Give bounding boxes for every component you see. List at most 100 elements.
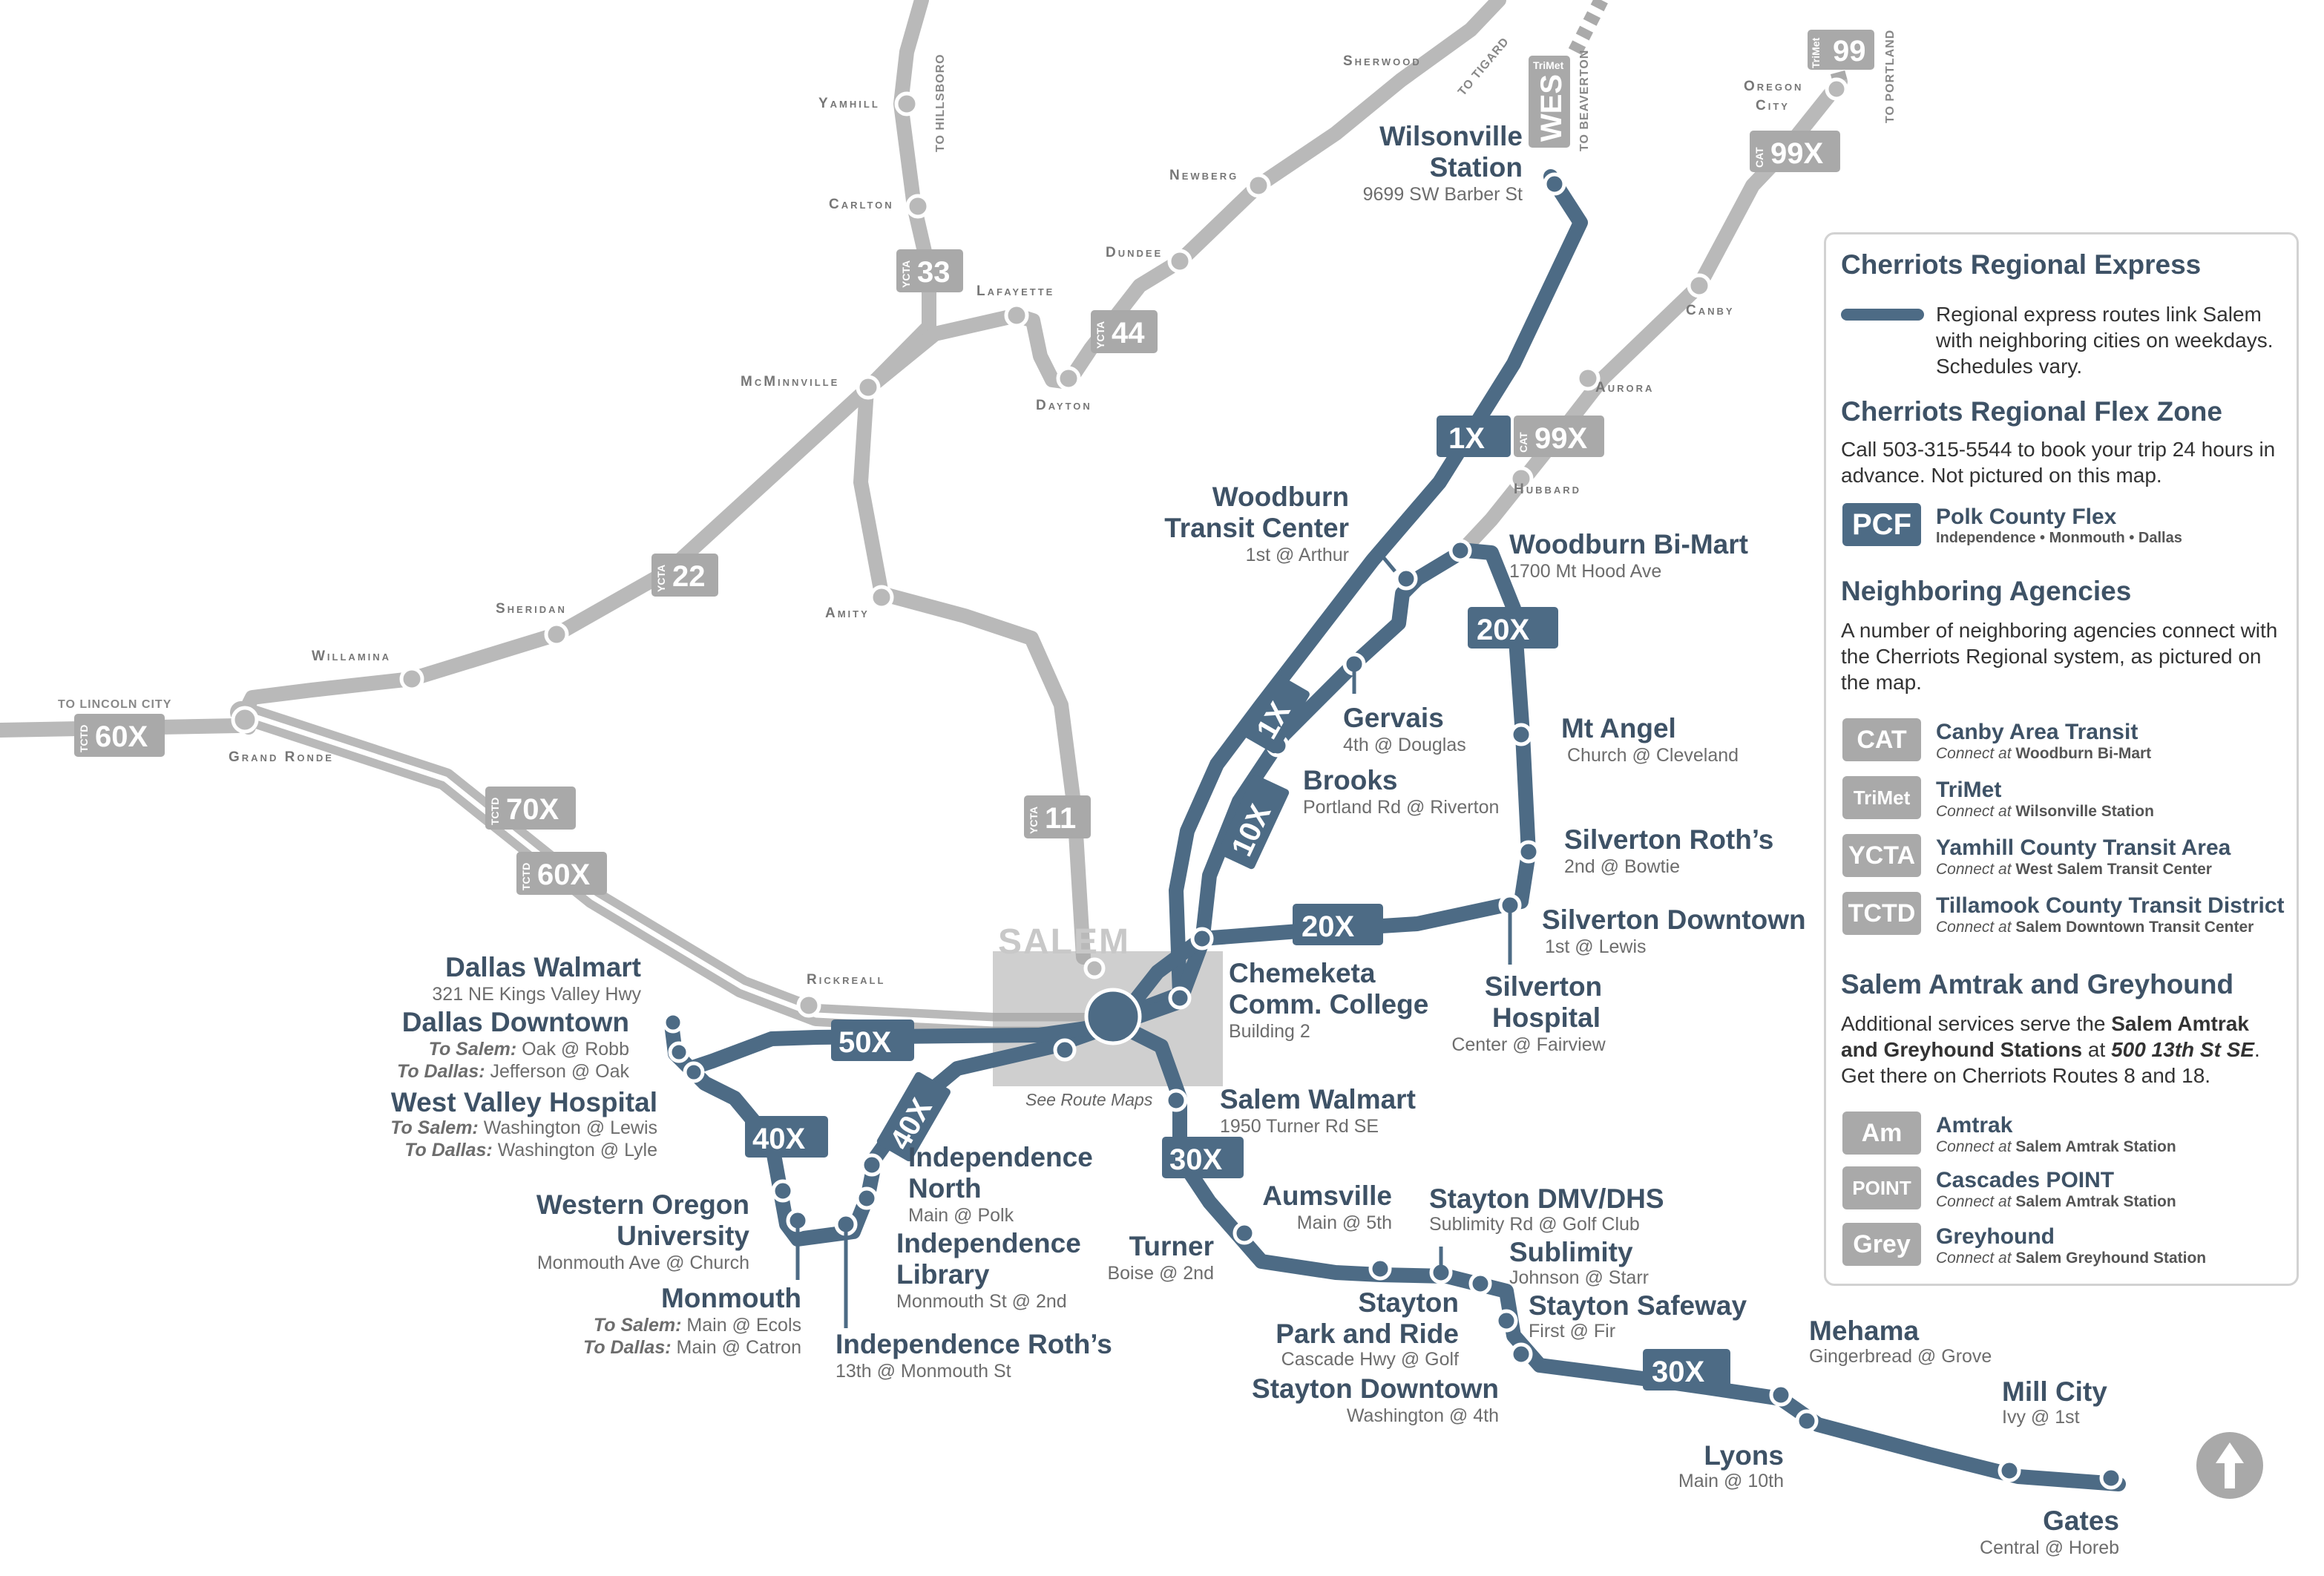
town-oregon: Oregon <box>1744 79 1803 94</box>
town-amity: Amity <box>825 605 870 621</box>
svg-text:To Salem: Oak @ Robb: To Salem: Oak @ Robb <box>429 1039 629 1060</box>
stop-mcminnville <box>856 375 881 400</box>
badge-70x[interactable]: TCTD 70X <box>485 787 576 830</box>
svg-text:Library: Library <box>896 1259 990 1290</box>
station-stayton-safeway[interactable]: Stayton Safeway First @ Fir <box>1529 1290 1747 1342</box>
station-gervais[interactable]: Gervais 4th @ Douglas <box>1343 703 1466 755</box>
station-silverton-hospital[interactable]: Silverton Hospital Center @ Fairview <box>1451 971 1606 1055</box>
to-beaverton: TO BEAVERTON <box>1578 50 1591 151</box>
station-gates[interactable]: Gates Central @ Horeb <box>1980 1506 2119 1558</box>
station-stayton-downtown[interactable]: Stayton Downtown Washington @ 4th <box>1252 1373 1499 1426</box>
legend-agency-cat-connect: Connect at Woodburn Bi-Mart <box>1936 745 2152 762</box>
legend-tag-greyhound: Grey <box>1842 1223 1921 1266</box>
badge-60x-west[interactable]: TCTD 60X <box>74 714 165 757</box>
badge-30x-north[interactable]: 30X <box>1162 1137 1244 1178</box>
station-west-valley[interactable]: West Valley Hospital To Salem: Washingto… <box>390 1087 657 1160</box>
svg-text:Woodburn Bi-Mart: Woodburn Bi-Mart <box>1509 529 1748 559</box>
station-indep-north[interactable]: Independence North Main @ Polk <box>908 1142 1093 1226</box>
station-wilsonville[interactable]: Wilsonville Station 9699 SW Barber St <box>1363 121 1523 205</box>
svg-text:Park and Ride: Park and Ride <box>1276 1319 1459 1349</box>
svg-text:321 NE Kings Valley Hwy: 321 NE Kings Valley Hwy <box>432 984 641 1005</box>
town-aurora: Aurora <box>1595 380 1654 395</box>
town-hubbard: Hubbard <box>1514 482 1581 497</box>
station-woodburn-bimart[interactable]: Woodburn Bi-Mart 1700 Mt Hood Ave <box>1509 529 1748 582</box>
badge-44[interactable]: YCTA 44 <box>1091 310 1158 353</box>
town-salem: SALEM <box>998 922 1130 962</box>
badge-1x-north[interactable]: 1X <box>1437 416 1511 457</box>
svg-text:1st @ Arthur: 1st @ Arthur <box>1246 545 1349 565</box>
station-mehama[interactable]: Mehama Gingerbread @ Grove <box>1809 1316 1992 1367</box>
stop-stayton-safeway <box>1494 1309 1518 1333</box>
stop-newberg <box>1246 173 1271 198</box>
svg-text:99X: 99X <box>1534 422 1587 455</box>
svg-text:Aumsville: Aumsville <box>1262 1181 1392 1211</box>
svg-text:CAT: CAT <box>1753 147 1765 168</box>
legend-agency-tctd-connect: Connect at Salem Downtown Transit Center <box>1936 919 2254 936</box>
station-wou[interactable]: Western Oregon University Monmouth Ave @… <box>536 1189 750 1273</box>
badge-11[interactable]: YCTA 11 <box>1024 795 1091 838</box>
station-lyons[interactable]: Lyons Main @ 10th <box>1678 1440 1784 1491</box>
stop-salem-walmart <box>1164 1089 1188 1112</box>
svg-text:Chemeketa: Chemeketa <box>1229 958 1376 988</box>
town-labels: Sherwood Yamhill Carlton Newberg Dundee … <box>229 53 1803 988</box>
station-silverton-downtown[interactable]: Silverton Downtown 1st @ Lewis <box>1542 904 1806 957</box>
stop-aumsville <box>1368 1257 1392 1281</box>
legend-agencies-text: A number of neighboring agencies connect… <box>1841 619 2278 694</box>
station-turner[interactable]: Turner Boise @ 2nd <box>1107 1231 1214 1284</box>
station-salem-walmart[interactable]: Salem Walmart 1950 Turner Rd SE <box>1220 1084 1416 1137</box>
station-monmouth[interactable]: Monmouth To Salem: Main @ Ecols To Dalla… <box>583 1283 801 1358</box>
station-sublimity[interactable]: Sublimity Johnson @ Starr <box>1509 1237 1649 1288</box>
stop-woodburn-tc <box>1394 567 1418 591</box>
badge-99[interactable]: TriMet 99 <box>1808 30 1874 70</box>
north-arrow-icon <box>2196 1432 2263 1499</box>
station-aumsville[interactable]: Aumsville Main @ 5th <box>1262 1181 1392 1233</box>
svg-text:Portland Rd @ Riverton: Portland Rd @ Riverton <box>1303 797 1499 818</box>
stop-mill-city <box>1998 1459 2021 1483</box>
stop-oregon-city <box>1825 77 1848 101</box>
station-mt-angel[interactable]: Mt Angel Church @ Cleveland <box>1561 713 1739 766</box>
station-silverton-roths[interactable]: Silverton Roth’s 2nd @ Bowtie <box>1564 824 1773 877</box>
svg-text:Comm. College: Comm. College <box>1229 989 1428 1020</box>
stop-dundee <box>1167 249 1192 274</box>
route-11-line <box>853 382 1091 965</box>
badge-wes[interactable]: TriMet WES <box>1529 56 1570 148</box>
badge-99x-oregon-city[interactable]: CAT 99X <box>1750 131 1840 172</box>
stop-mehama <box>1769 1383 1793 1407</box>
station-stayton-dmv[interactable]: Stayton DMV/DHS Sublimity Rd @ Golf Club <box>1429 1183 1664 1235</box>
svg-text:To Dallas: Main @ Catron: To Dallas: Main @ Catron <box>583 1337 801 1358</box>
svg-text:Woodburn: Woodburn <box>1212 482 1349 512</box>
badge-30x-east[interactable]: 30X <box>1643 1349 1730 1391</box>
route-20x-line <box>1109 543 1536 1031</box>
badge-20x-north[interactable]: 20X <box>1468 607 1558 649</box>
badge-33[interactable]: YCTA 33 <box>896 249 963 292</box>
badge-22[interactable]: YCTA 22 <box>651 554 718 597</box>
badge-99x-hubbard[interactable]: CAT 99X <box>1514 416 1604 457</box>
svg-text:Main @ Polk: Main @ Polk <box>908 1205 1014 1226</box>
station-chemeketa[interactable]: Chemeketa Comm. College Building 2 <box>1229 958 1428 1042</box>
badge-40x-west[interactable]: 40X <box>745 1116 828 1158</box>
route-22-line <box>234 382 874 735</box>
badge-20x-east[interactable]: 20X <box>1293 904 1383 945</box>
station-indep-roths[interactable]: Independence Roth’s 13th @ Monmouth St <box>836 1329 1112 1382</box>
legend-amtrak-title: Salem Amtrak and Greyhound <box>1841 969 2234 999</box>
svg-text:To Salem: Main @ Ecols: To Salem: Main @ Ecols <box>594 1315 801 1336</box>
station-woodburn-tc[interactable]: Woodburn Transit Center 1st @ Arthur <box>1164 482 1349 565</box>
station-dallas-downtown[interactable]: Dallas Downtown To Salem: Oak @ Robb To … <box>397 1007 630 1082</box>
town-newberg: Newberg <box>1169 168 1238 183</box>
station-indep-library[interactable]: Independence Library Monmouth St @ 2nd <box>896 1228 1081 1312</box>
badge-50x[interactable]: 50X <box>831 1020 914 1061</box>
svg-text:Ivy @ 1st: Ivy @ 1st <box>2002 1407 2080 1428</box>
svg-text:Building 2: Building 2 <box>1229 1021 1310 1042</box>
svg-text:Main @ 10th: Main @ 10th <box>1678 1471 1784 1491</box>
station-brooks[interactable]: Brooks Portland Rd @ Riverton <box>1303 765 1499 818</box>
legend-express-title: Cherriots Regional Express <box>1841 249 2202 280</box>
stop-west-salem <box>1053 1038 1077 1062</box>
see-route-maps[interactable]: See Route Maps <box>1025 1090 1153 1109</box>
svg-text:CAT: CAT <box>1517 432 1529 453</box>
badge-60x-east[interactable]: TCTD 60X <box>516 852 607 895</box>
svg-text:Wilsonville: Wilsonville <box>1379 121 1523 151</box>
station-mill-city[interactable]: Mill City Ivy @ 1st <box>2002 1376 2107 1428</box>
station-stayton-pr[interactable]: Stayton Park and Ride Cascade Hwy @ Golf <box>1276 1287 1459 1370</box>
station-dallas-walmart[interactable]: Dallas Walmart 321 NE Kings Valley Hwy <box>432 952 641 1005</box>
svg-text:North: North <box>908 1173 982 1204</box>
